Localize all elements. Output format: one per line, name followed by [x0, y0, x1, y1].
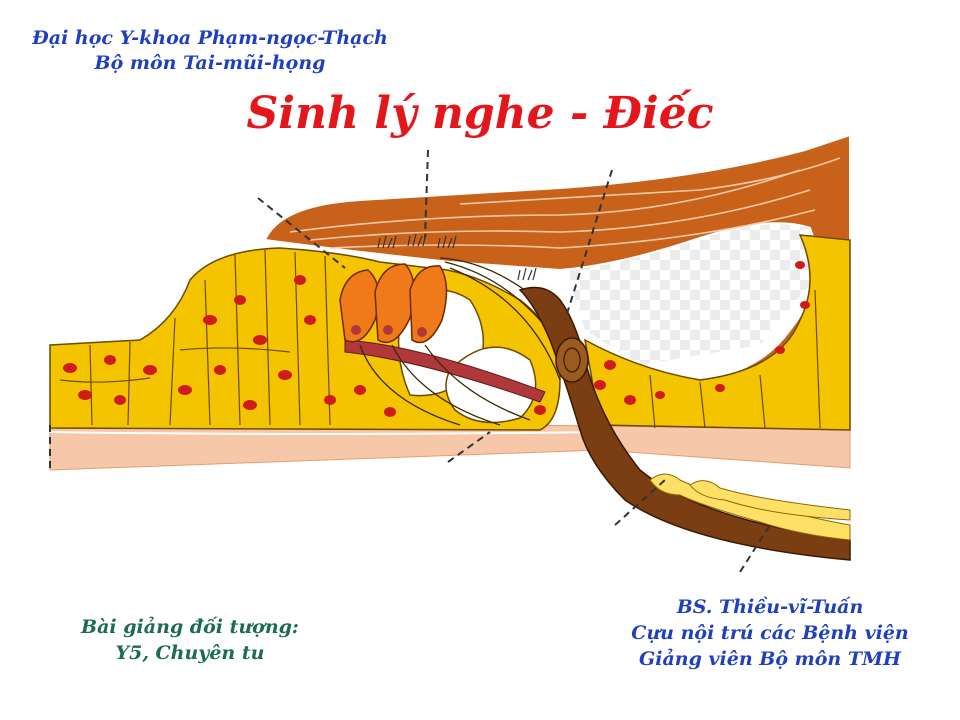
audience-line-2: Y5, Chuyên tu [115, 642, 265, 664]
annotation-lines [49, 149, 771, 573]
institution-name: Đại học Y-khoa Phạm-ngọc-Thạch [32, 27, 388, 49]
author-role-2: Giảng viên Bộ môn TMH [639, 648, 901, 670]
audience-line-1: Bài giảng đối tượng: [81, 616, 299, 638]
inner-hair-cell [555, 337, 589, 383]
author-block: BS. Thiều-vĩ-Tuấn Cựu nội trú các Bệnh v… [600, 594, 940, 672]
author-name: BS. Thiều-vĩ-Tuấn [676, 596, 864, 618]
tectorial-membrane [263, 133, 851, 407]
pillar-cells [344, 339, 546, 403]
stereocilia [377, 233, 537, 281]
page-title: Sinh lý nghe - Điếc [246, 88, 714, 139]
outer-hair-cells [339, 263, 448, 344]
department-name: Bộ môn Tai-mũi-họng [94, 52, 326, 74]
outer-supporting-cells [583, 234, 851, 431]
audience-block: Bài giảng đối tượng: Y5, Chuyên tu [40, 614, 340, 666]
hair-cell-nuclei [351, 325, 427, 337]
cell-nuclei [63, 261, 810, 417]
author-role-1: Cựu nội trú các Bệnh viện [631, 622, 909, 644]
spiral-ganglion [649, 473, 851, 541]
header-block: Đại học Y-khoa Phạm-ngọc-Thạch Bộ môn Ta… [0, 26, 420, 76]
